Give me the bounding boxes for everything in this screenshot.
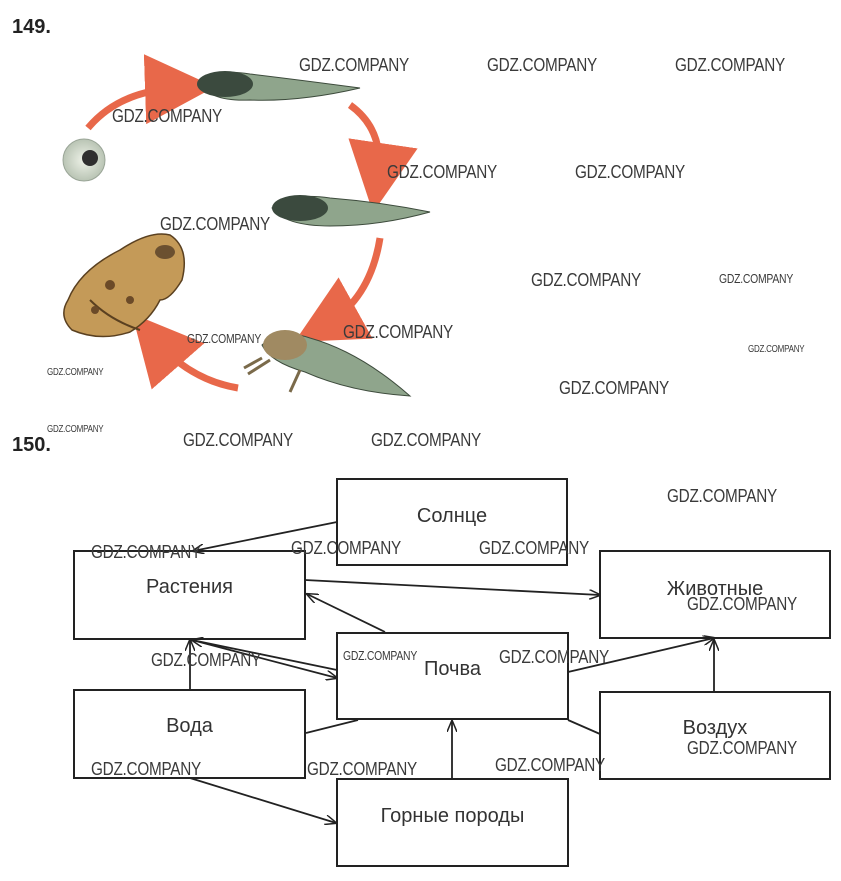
- watermark: GDZ.COMPANY: [575, 162, 685, 182]
- link-plants-to-animals: [304, 579, 600, 595]
- node-air: Воздух: [599, 691, 831, 780]
- cycle-arrow-egg-to-tadpole: [85, 54, 215, 131]
- watermark: GDZ.COMPANY: [495, 755, 605, 775]
- node-animals: Животные: [599, 550, 831, 639]
- link-sun-to-plants: [193, 521, 338, 551]
- tadpole-icon: [197, 71, 361, 101]
- watermark: GDZ.COMPANY: [151, 650, 261, 670]
- watermark: GDZ.COMPANY: [112, 106, 222, 126]
- tadpole-gills-icon: [271, 195, 431, 227]
- node-rocks-label: Горные породы: [380, 805, 525, 827]
- task-number-150: 150.: [12, 434, 51, 456]
- watermark: GDZ.COMPANY: [675, 55, 785, 75]
- watermark: GDZ.COMPANY: [91, 759, 201, 779]
- cycle-arrow-tadpole-to-tadpole-gills: [347, 102, 418, 213]
- node-rocks: Горные породы: [336, 778, 569, 867]
- watermark: GDZ.COMPANY: [667, 486, 777, 506]
- watermark: GDZ.COMPANY: [343, 648, 418, 663]
- node-soil: Почва: [336, 632, 569, 720]
- watermark: GDZ.COMPANY: [687, 738, 797, 758]
- frog-icon: [63, 233, 185, 338]
- watermark: GDZ.COMPANY: [91, 542, 201, 562]
- watermark: GDZ.COMPANY: [719, 271, 794, 286]
- watermark: GDZ.COMPANY: [47, 367, 104, 378]
- node-plants: Растения: [73, 550, 306, 640]
- watermark: GDZ.COMPANY: [160, 214, 270, 234]
- link-soil-plants-double: [191, 639, 337, 678]
- link-soil-plants-double-back: [192, 640, 338, 671]
- watermark: GDZ.COMPANY: [748, 344, 805, 355]
- watermark: GDZ.COMPANY: [187, 331, 262, 346]
- task-number-149: 149.: [12, 16, 51, 38]
- watermark: GDZ.COMPANY: [47, 424, 104, 435]
- watermark: GDZ.COMPANY: [687, 594, 797, 614]
- watermark: GDZ.COMPANY: [559, 378, 669, 398]
- node-water: Вода: [73, 689, 306, 779]
- node-water-label: Вода: [166, 715, 213, 737]
- watermark: GDZ.COMPANY: [343, 322, 453, 342]
- node-sun: Солнце: [336, 478, 568, 566]
- watermark: GDZ.COMPANY: [291, 538, 401, 558]
- watermark: GDZ.COMPANY: [479, 538, 589, 558]
- link-water-to-rocks: [189, 777, 336, 823]
- egg-icon: [62, 138, 106, 182]
- watermark: GDZ.COMPANY: [299, 55, 409, 75]
- watermark: GDZ.COMPANY: [387, 162, 497, 182]
- cycle-arrow-to-frog: [131, 313, 239, 392]
- node-sun-label: Солнце: [416, 505, 488, 527]
- cycle-arrow-to-legged-tadpole: [294, 237, 384, 343]
- link-water-to-soil: [305, 719, 359, 734]
- watermark: GDZ.COMPANY: [307, 759, 417, 779]
- watermark: GDZ.COMPANY: [487, 55, 597, 75]
- link-soil-to-animals: [567, 638, 714, 673]
- link-soil-to-plants: [307, 594, 386, 633]
- watermark: GDZ.COMPANY: [371, 430, 481, 450]
- node-animals-label: Животные: [666, 578, 764, 600]
- frog-life-cycle-illustration: [62, 54, 431, 397]
- legged-tadpole-icon: [243, 330, 412, 397]
- node-plants-label: Растения: [146, 576, 233, 598]
- watermark: GDZ.COMPANY: [183, 430, 293, 450]
- watermark: GDZ.COMPANY: [499, 647, 609, 667]
- node-soil-label: Почва: [423, 658, 481, 680]
- watermark: GDZ.COMPANY: [531, 270, 641, 290]
- link-air-to-soil: [567, 719, 601, 735]
- node-air-label: Воздух: [682, 717, 748, 739]
